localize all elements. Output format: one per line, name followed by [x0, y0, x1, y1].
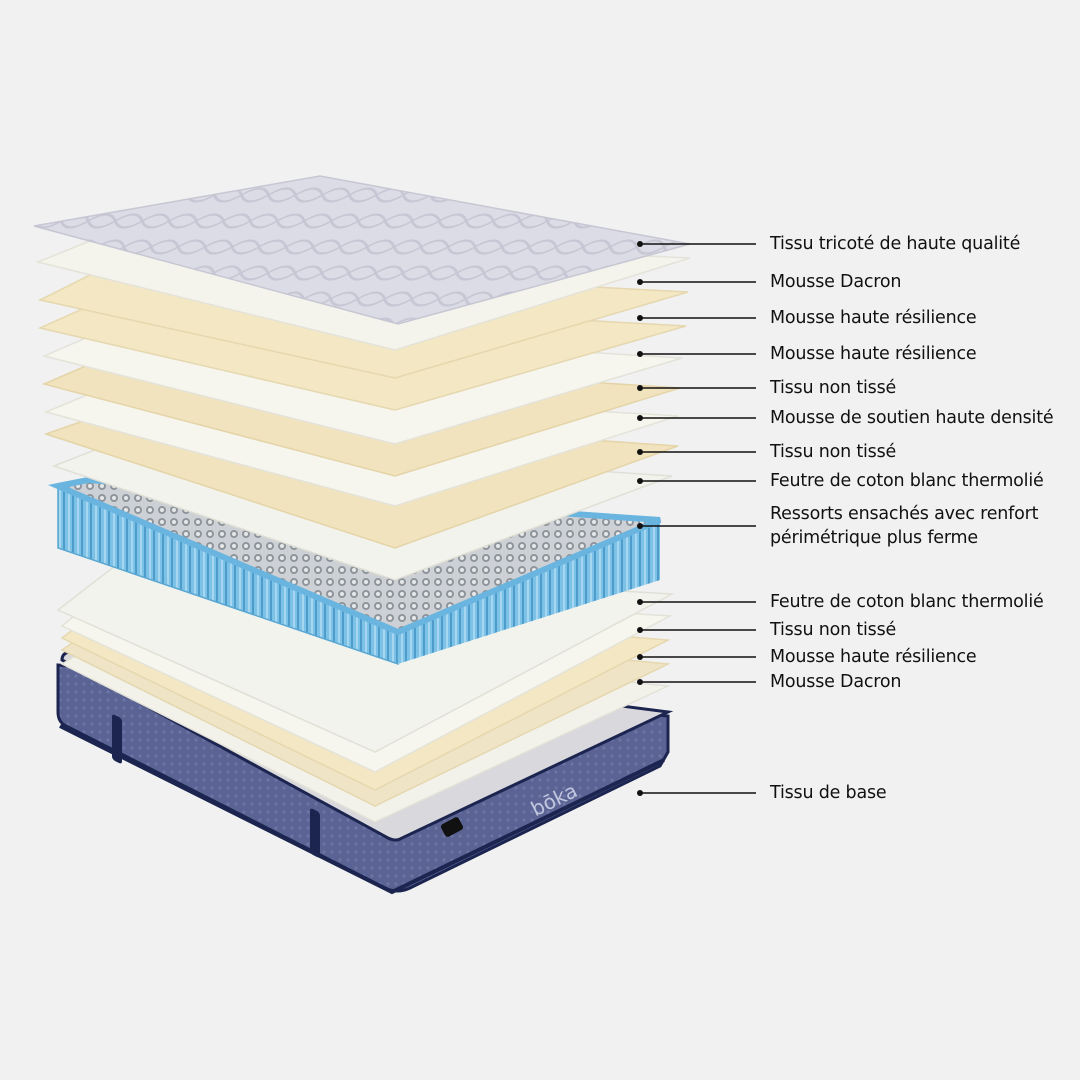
- label-hr-foam-2: Mousse haute résilience: [770, 342, 977, 366]
- label-felt-1: Feutre de coton blanc thermolié: [770, 469, 1044, 493]
- label-base-fabric: Tissu de base: [770, 781, 886, 805]
- label-dacron-bottom: Mousse Dacron: [770, 670, 901, 694]
- label-knit-fabric: Tissu tricoté de haute qualité: [770, 232, 1020, 256]
- label-nonwoven-1: Tissu non tissé: [770, 376, 896, 400]
- label-hr-foam-3: Mousse haute résilience: [770, 645, 977, 669]
- label-hr-foam-1: Mousse haute résilience: [770, 306, 977, 330]
- label-support-foam: Mousse de soutien haute densité: [770, 406, 1053, 430]
- label-dacron-top: Mousse Dacron: [770, 270, 901, 294]
- label-nonwoven-3: Tissu non tissé: [770, 618, 896, 642]
- label-nonwoven-2: Tissu non tissé: [770, 440, 896, 464]
- label-springs: Ressorts ensachés avec renfort périmétri…: [770, 502, 1070, 550]
- label-springs-line2: périmétrique plus ferme: [770, 526, 1070, 550]
- label-felt-2: Feutre de coton blanc thermolié: [770, 590, 1044, 614]
- label-springs-line1: Ressorts ensachés avec renfort: [770, 502, 1070, 526]
